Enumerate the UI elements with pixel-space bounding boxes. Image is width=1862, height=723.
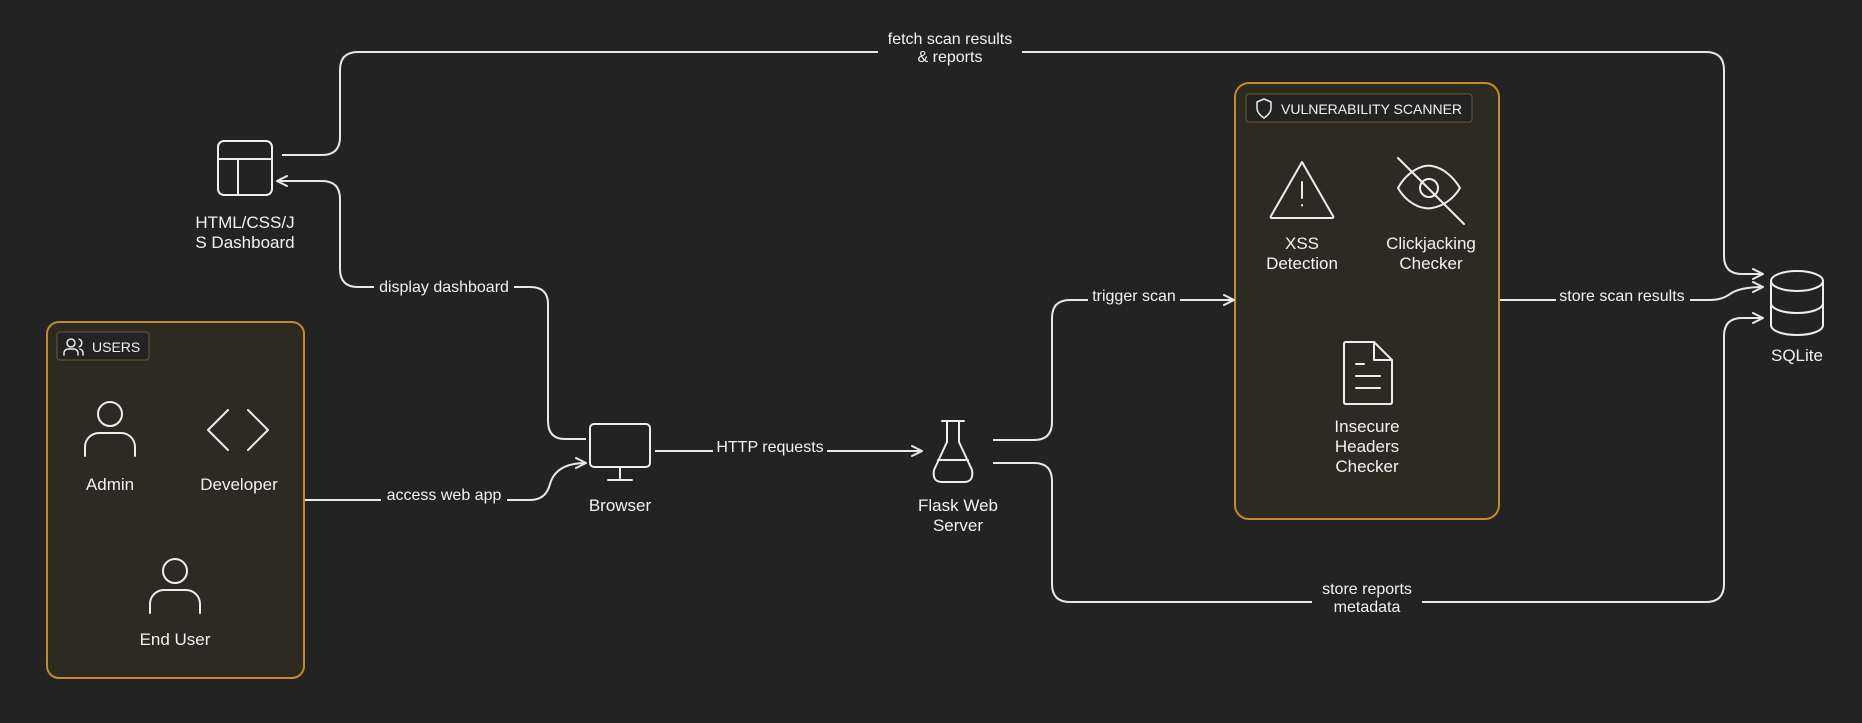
users-group-title: USERS bbox=[92, 339, 140, 355]
edge-store-results-label: store scan results bbox=[1559, 288, 1684, 305]
dashboard-label-line2: S Dashboard bbox=[195, 233, 294, 252]
headers-label-line2: Headers bbox=[1335, 437, 1399, 456]
flask-label-line1: Flask Web bbox=[918, 496, 998, 515]
sqlite-node[interactable]: SQLite bbox=[1770, 270, 1824, 365]
edge-access-label: access web app bbox=[387, 487, 502, 504]
user-icon bbox=[84, 401, 136, 457]
database-icon bbox=[1770, 270, 1824, 336]
xss-label-line1: XSS bbox=[1285, 234, 1319, 253]
edge-fetch-scan-results: fetch scan results & reports bbox=[282, 30, 1764, 280]
browser-node[interactable]: Browser bbox=[589, 423, 652, 515]
clickjacking-label-line2: Checker bbox=[1399, 254, 1463, 273]
users-group: USERS bbox=[46, 321, 305, 679]
developer-node[interactable]: Developer bbox=[200, 409, 278, 494]
insecure-headers-checker-node[interactable]: Insecure Headers Checker bbox=[1334, 341, 1400, 476]
xss-label-line2: Detection bbox=[1266, 254, 1338, 273]
xss-detection-node[interactable]: XSS Detection bbox=[1266, 161, 1338, 273]
browser-label: Browser bbox=[589, 496, 652, 515]
clickjacking-checker-node[interactable]: Clickjacking Checker bbox=[1386, 157, 1476, 273]
edge-display-label: display dashboard bbox=[379, 279, 509, 296]
headers-label-line1: Insecure bbox=[1334, 417, 1399, 436]
admin-label: Admin bbox=[86, 475, 134, 494]
file-text-icon bbox=[1343, 341, 1393, 405]
developer-label: Developer bbox=[200, 475, 278, 494]
dashboard-label-line1: HTML/CSS/J bbox=[195, 213, 294, 232]
edge-store-reports-label-line1: store reports bbox=[1322, 581, 1412, 598]
monitor-icon bbox=[589, 423, 651, 481]
users-group-box bbox=[46, 321, 305, 679]
edge-trigger-label: trigger scan bbox=[1092, 288, 1176, 305]
flask-icon bbox=[932, 420, 974, 483]
users-icon bbox=[63, 338, 84, 356]
edge-http-requests: HTTP requests bbox=[655, 436, 923, 458]
alert-triangle-icon bbox=[1269, 161, 1335, 219]
user-icon bbox=[149, 558, 201, 614]
edge-access-web-app: access web app bbox=[305, 457, 587, 506]
flask-web-server-node[interactable]: Flask Web Server bbox=[918, 420, 998, 535]
edge-store-reports-metadata: store reports metadata bbox=[993, 312, 1764, 618]
headers-label-line3: Checker bbox=[1335, 457, 1399, 476]
layout-icon bbox=[217, 140, 273, 196]
clickjacking-label-line1: Clickjacking bbox=[1386, 234, 1476, 253]
edge-trigger-scan: trigger scan bbox=[993, 285, 1235, 441]
edge-http-label: HTTP requests bbox=[716, 439, 823, 456]
flask-label-line2: Server bbox=[933, 516, 983, 535]
end-user-node[interactable]: End User bbox=[140, 558, 211, 649]
sqlite-label: SQLite bbox=[1771, 346, 1823, 365]
code-icon bbox=[207, 409, 269, 451]
edge-fetch-label-line1: fetch scan results bbox=[888, 31, 1013, 48]
admin-node[interactable]: Admin bbox=[84, 401, 136, 494]
edge-fetch-label-line2: & reports bbox=[918, 49, 983, 66]
shield-icon bbox=[1256, 98, 1272, 119]
edge-display-dashboard: display dashboard bbox=[276, 175, 586, 440]
scanner-badge bbox=[1245, 93, 1473, 123]
scanner-group-title: VULNERABILITY SCANNER bbox=[1281, 101, 1462, 117]
eye-off-icon bbox=[1397, 157, 1465, 225]
edge-store-reports-label-line2: metadata bbox=[1334, 599, 1401, 616]
end-user-label: End User bbox=[140, 630, 211, 649]
dashboard-node[interactable]: HTML/CSS/J S Dashboard bbox=[195, 140, 295, 252]
edge-store-scan-results: store scan results bbox=[1500, 281, 1764, 307]
